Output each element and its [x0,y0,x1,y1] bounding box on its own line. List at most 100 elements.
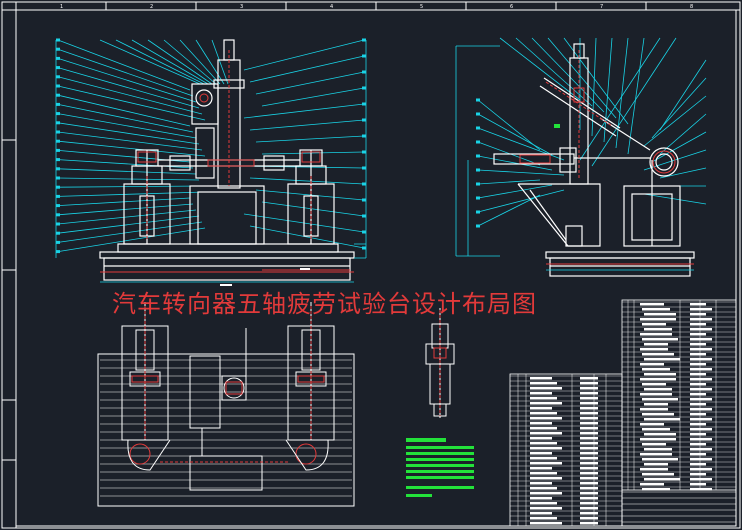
parts-row-text [642,458,678,461]
leader-line [563,37,629,125]
balloon-mark [362,166,366,170]
parts-row-text [530,477,562,480]
parts-row-text [642,323,666,326]
balloon-mark [476,140,480,144]
balloon-mark [56,167,60,171]
leader-line [477,155,553,171]
balloon-mark [56,250,60,254]
parts-row-text [530,402,562,405]
balloon-mark [56,66,60,70]
parts-row-text [690,483,706,486]
svg-text:8: 8 [690,4,693,10]
parts-row-text [690,388,712,391]
parts-row-text [690,323,706,326]
parts-row-text [530,467,552,470]
balloon-mark [362,134,366,138]
parts-row-text [644,388,672,391]
parts-row-text [690,303,706,306]
leader-line [643,193,707,205]
parts-row-text [640,438,676,441]
balloon-mark [56,185,60,189]
balloon-mark [56,176,60,180]
leader-line [477,189,565,213]
parts-row-text [640,333,672,336]
leader-line [243,39,365,71]
parts-row-text [640,303,664,306]
parts-row-text [690,463,706,466]
leader-line [531,37,605,113]
leader-line [57,94,191,127]
parts-row-text [580,477,598,480]
leader-line [243,103,365,119]
parts-row-text [644,313,676,316]
leader-line [261,87,365,107]
leader-line [249,55,365,83]
parts-row-text [640,393,672,396]
balloon-mark [56,47,60,51]
leader-line [147,39,213,85]
parts-row-text [580,457,598,460]
balloon-mark [362,214,366,218]
balloon-mark [476,98,480,102]
parts-row-text [580,377,598,380]
parts-row-text [580,412,598,415]
parts-row-text [530,507,562,510]
parts-row-text [530,447,562,450]
svg-text:5: 5 [420,4,423,10]
parts-row-text [690,358,712,361]
parts-row-text [642,308,670,311]
leader-line [57,58,197,103]
svg-text:7: 7 [600,4,603,10]
leader-line [249,119,365,131]
leader-line [99,39,201,85]
parts-row-text [642,398,678,401]
leader-line [57,39,191,91]
balloon-mark [56,139,60,143]
balloon-mark [56,158,60,162]
leader-line [477,113,553,156]
parts-row-text [690,393,706,396]
parts-row-text [690,338,712,341]
parts-row-text [690,458,712,461]
balloon-mark [476,182,480,186]
parts-row-text [690,488,712,491]
balloon-mark [476,154,480,158]
parts-row-text [642,428,670,431]
parts-row-text [530,497,552,500]
balloon-mark [56,231,60,235]
parts-row-text [530,377,552,380]
parts-row-text [530,417,562,420]
parts-row-text [690,318,712,321]
parts-row-text [690,348,712,351]
parts-row-text [642,413,674,416]
parts-row-text [580,417,598,420]
parts-row-text [690,363,706,366]
balloon-mark [362,118,366,122]
parts-row-text [530,427,557,430]
leader-line [477,194,541,227]
parts-row-text [580,432,598,435]
parts-row-text [690,353,706,356]
balloon-mark [56,194,60,198]
parts-row-text [690,308,712,311]
parts-row-text [640,318,676,321]
leader-line [249,177,365,185]
leader-line [163,39,217,85]
parts-row-text [644,448,672,451]
leader-line [57,227,206,252]
leader-line [659,59,707,131]
parts-row-text [580,437,598,440]
balloon-mark [362,38,366,42]
parts-row-text [690,473,706,476]
parts-row-text [530,492,562,495]
parts-row-text [644,433,676,436]
leader-line [547,37,617,119]
detail-view [425,308,455,418]
leader-line [57,104,194,133]
svg-text:1: 1 [60,4,63,10]
parts-row-text [580,392,598,395]
parts-row-text [644,403,668,406]
parts-row-text [690,453,706,456]
parts-row-text [580,407,598,410]
